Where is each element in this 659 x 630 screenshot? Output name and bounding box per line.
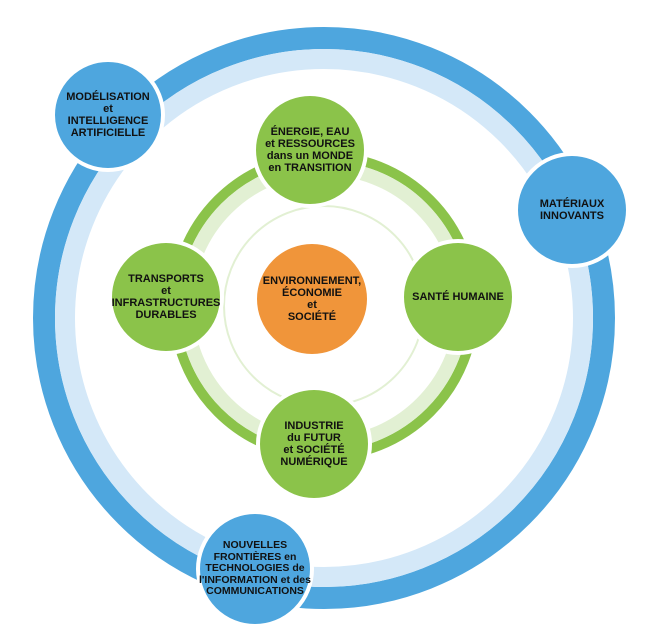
label-line: et RESSOURCES — [265, 138, 355, 150]
label-line: INNOVANTS — [540, 210, 604, 222]
label-line: COMMUNICATIONS — [206, 585, 304, 598]
label-line: MATÉRIAUX — [539, 198, 605, 210]
label-line: ARTIFICIELLE — [70, 127, 146, 139]
label-line: et — [103, 103, 113, 115]
label-line: et — [307, 299, 317, 311]
label-line: NUMÉRIQUE — [280, 456, 348, 468]
label-line: INFRASTRUCTURES — [111, 297, 221, 309]
label-line: FRONTIÈRES en — [213, 550, 297, 563]
label-line: SANTÉ HUMAINE — [412, 291, 504, 303]
label-line: ÉCONOMIE — [282, 287, 342, 299]
label-line: INDUSTRIE — [284, 420, 344, 432]
label-line: TECHNOLOGIES de — [205, 562, 305, 575]
outer-ring-blue — [33, 27, 615, 609]
label-line: en TRANSITION — [268, 162, 352, 174]
label-line: DURABLES — [135, 309, 197, 321]
label-line: et — [161, 285, 171, 297]
label-line: dans un MONDE — [266, 150, 354, 162]
label-line: ÉNERGIE, EAU — [270, 126, 350, 138]
node-sante-label: SANTÉ HUMAINE — [412, 291, 504, 303]
label-line: TRANSPORTS — [128, 273, 204, 285]
label-line: NOUVELLES — [222, 539, 288, 552]
label-line: et SOCIÉTÉ — [283, 444, 345, 456]
label-line: INTELLIGENCE — [67, 115, 149, 127]
label-line: ENVIRONNEMENT, — [262, 275, 362, 287]
label-line: MODÉLISATION — [66, 91, 150, 103]
label-line: l'INFORMATION et des — [199, 573, 311, 586]
outer-ring-light — [55, 49, 593, 587]
label-line: SOCIÉTÉ — [287, 311, 337, 323]
node-sante[interactable]: SANTÉ HUMAINE — [400, 239, 516, 355]
label-line: du FUTUR — [287, 432, 341, 444]
